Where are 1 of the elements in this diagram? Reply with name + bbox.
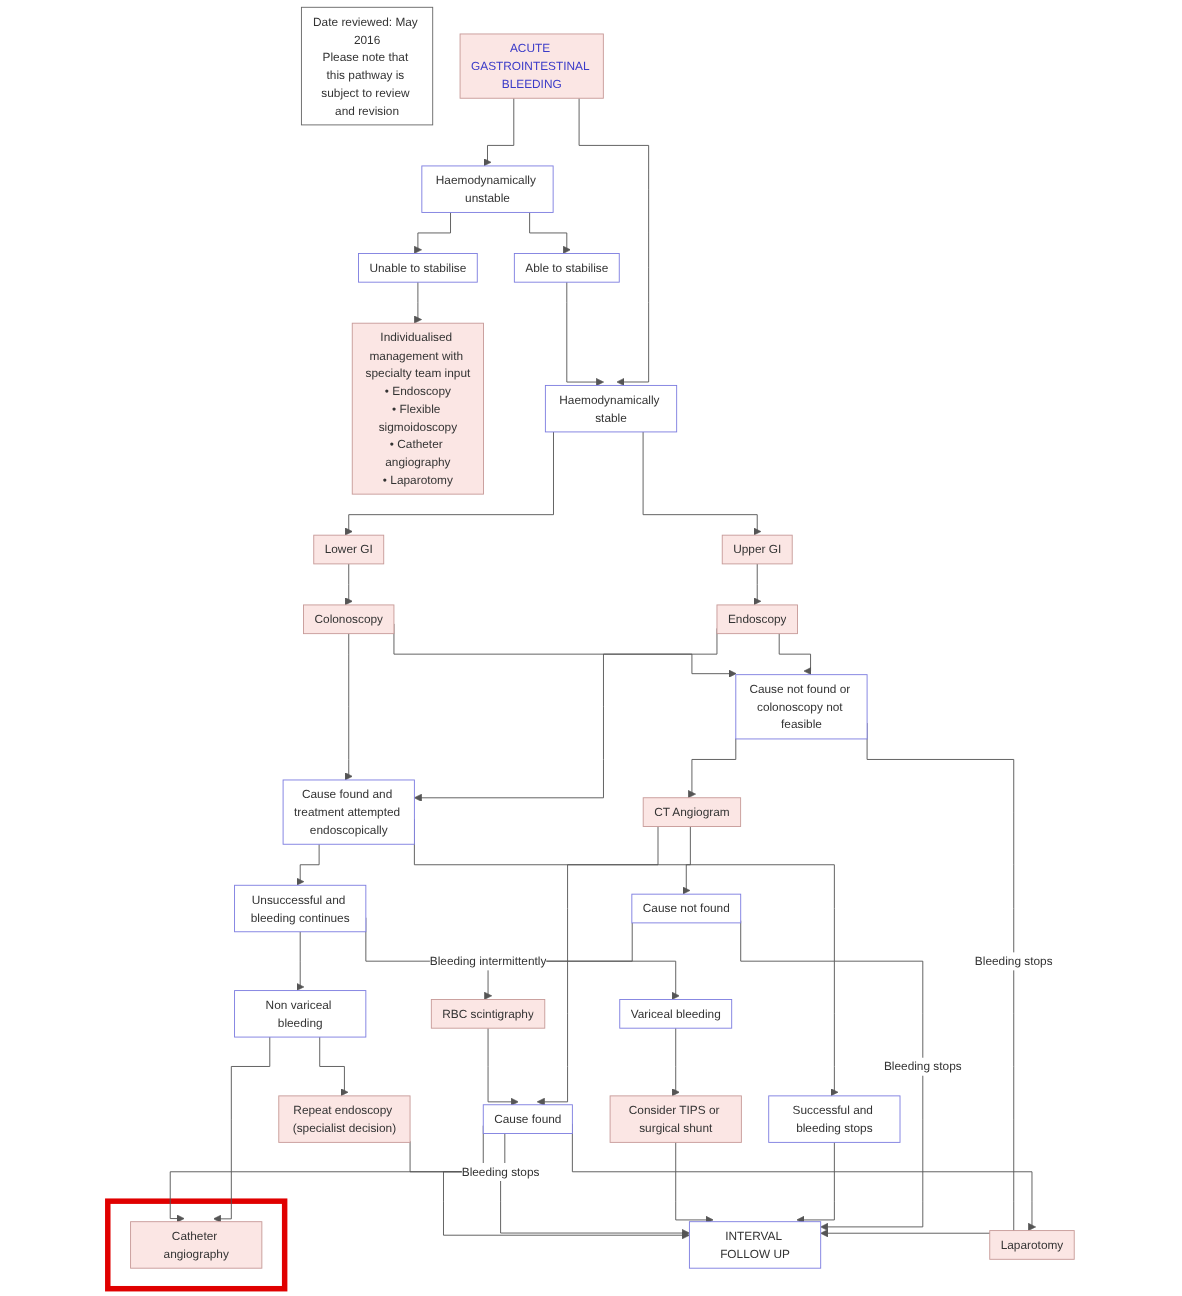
- cluster: [105, 1198, 288, 1292]
